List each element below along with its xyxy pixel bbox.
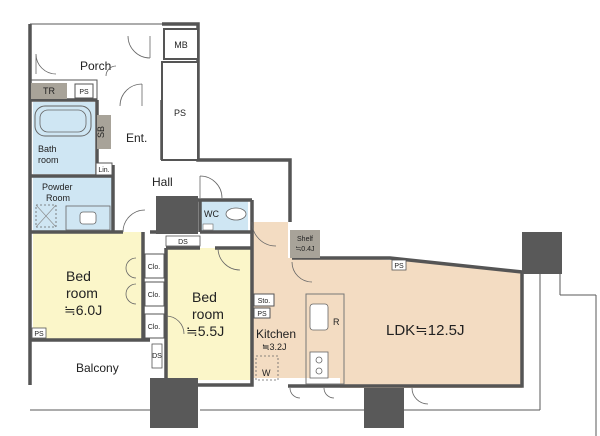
closet-1	[144, 253, 165, 279]
door-porch-right	[127, 35, 151, 59]
door-kitchen-balcony	[289, 387, 301, 399]
door-closet-1	[125, 257, 137, 279]
ds-top-box	[165, 235, 201, 247]
ldk-label: LDK≒12.5J	[386, 322, 464, 339]
kitchen-sink	[309, 303, 329, 331]
column-right	[522, 232, 562, 274]
ldk-floor	[252, 222, 522, 388]
door-ldk-balcony-2	[323, 387, 335, 399]
door-wc	[199, 175, 223, 199]
door-closet-3	[165, 315, 185, 335]
ds-top-label: DS	[178, 239, 188, 246]
powder-label-2: Room	[46, 193, 70, 203]
closet-2	[144, 281, 165, 307]
ps-ldk-label: PS	[394, 263, 404, 270]
sb-label: SB	[96, 126, 106, 138]
door-ldk	[251, 221, 277, 247]
toilet	[225, 207, 247, 221]
column-bottom-left	[150, 378, 198, 428]
kitchen-label-2: ≒3.2J	[262, 342, 287, 352]
sto-box	[253, 293, 275, 307]
porch-label: Porch	[80, 59, 111, 73]
bathtub-inner	[39, 109, 87, 133]
shelf-label-1: Shelf	[297, 236, 313, 243]
door-bedroom-1	[122, 209, 146, 233]
bath-label-2: room	[38, 155, 59, 165]
kitchen-counter	[305, 293, 345, 385]
tr-label: TR	[43, 86, 55, 96]
door-shelf	[291, 261, 313, 283]
bedroom-1-label-3: ≒6.0J	[64, 302, 102, 318]
door-tr	[105, 65, 117, 77]
bedroom-2-label-2: room	[192, 306, 224, 322]
shelf-box	[290, 230, 320, 258]
bedroom-2-label-3: ≒5.5J	[186, 323, 224, 339]
ps-shaft-label: PS	[174, 108, 186, 118]
bedroom-1-floor	[33, 232, 143, 340]
sb-box	[97, 115, 111, 149]
door-closet-2	[125, 283, 137, 305]
ps-bed1-box	[31, 327, 47, 339]
shelf-label-2: ≒0.4J	[295, 246, 314, 253]
wc-label: WC	[204, 209, 219, 219]
ps-top-box	[74, 83, 94, 99]
door-entrance	[119, 83, 143, 107]
lin-box	[95, 162, 113, 176]
cooktop	[309, 351, 329, 379]
ps-kitchen-box	[253, 307, 271, 319]
column-bottom-right	[364, 388, 404, 428]
burner-1	[315, 356, 323, 364]
ps-ldk-box	[391, 259, 407, 271]
vanity-sink	[79, 211, 97, 225]
fridge-label: R	[333, 317, 340, 327]
bedroom-2-label-1: Bed	[192, 289, 217, 305]
closet-3-label: Clo.	[148, 324, 161, 331]
kitchen-label-1: Kitchen	[256, 327, 296, 341]
w-space	[255, 355, 279, 381]
ds-bal-label: DS	[152, 353, 162, 360]
door-bedroom-2	[217, 247, 241, 271]
closet-1-label: Clo.	[148, 264, 161, 271]
wc-ps	[202, 223, 214, 231]
column-center	[156, 196, 198, 234]
ps-kitchen-label: PS	[257, 311, 267, 318]
door-porch-left	[35, 53, 57, 75]
mb-label: MB	[174, 40, 188, 50]
door-ldk-balcony	[411, 387, 429, 405]
hall-label: Hall	[152, 175, 173, 189]
tr-box	[31, 83, 67, 99]
closet-2-label: Clo.	[148, 292, 161, 299]
mb-box	[163, 28, 199, 60]
washer-space	[35, 204, 57, 228]
ps-bed1-label: PS	[34, 331, 44, 338]
powder-label-1: Powder	[42, 182, 73, 192]
tr-ps-row	[29, 79, 98, 101]
bathtub	[34, 105, 92, 137]
w-label: W	[262, 368, 271, 378]
bath-label-1: Bath	[38, 144, 57, 154]
lin-label: Lin.	[98, 167, 109, 174]
ps-top-label: PS	[79, 89, 89, 96]
closet-3	[144, 313, 165, 339]
sto-label: Sto.	[258, 298, 271, 305]
bedroom-1-label-1: Bed	[66, 268, 91, 284]
washer-x2	[35, 204, 57, 228]
ps-shaft	[161, 61, 199, 161]
burner-2	[315, 367, 323, 375]
balcony-label: Balcony	[76, 361, 119, 375]
bedroom-1-label-2: room	[66, 285, 98, 301]
ent-label: Ent.	[126, 131, 147, 145]
ds-bal-box	[151, 343, 163, 369]
